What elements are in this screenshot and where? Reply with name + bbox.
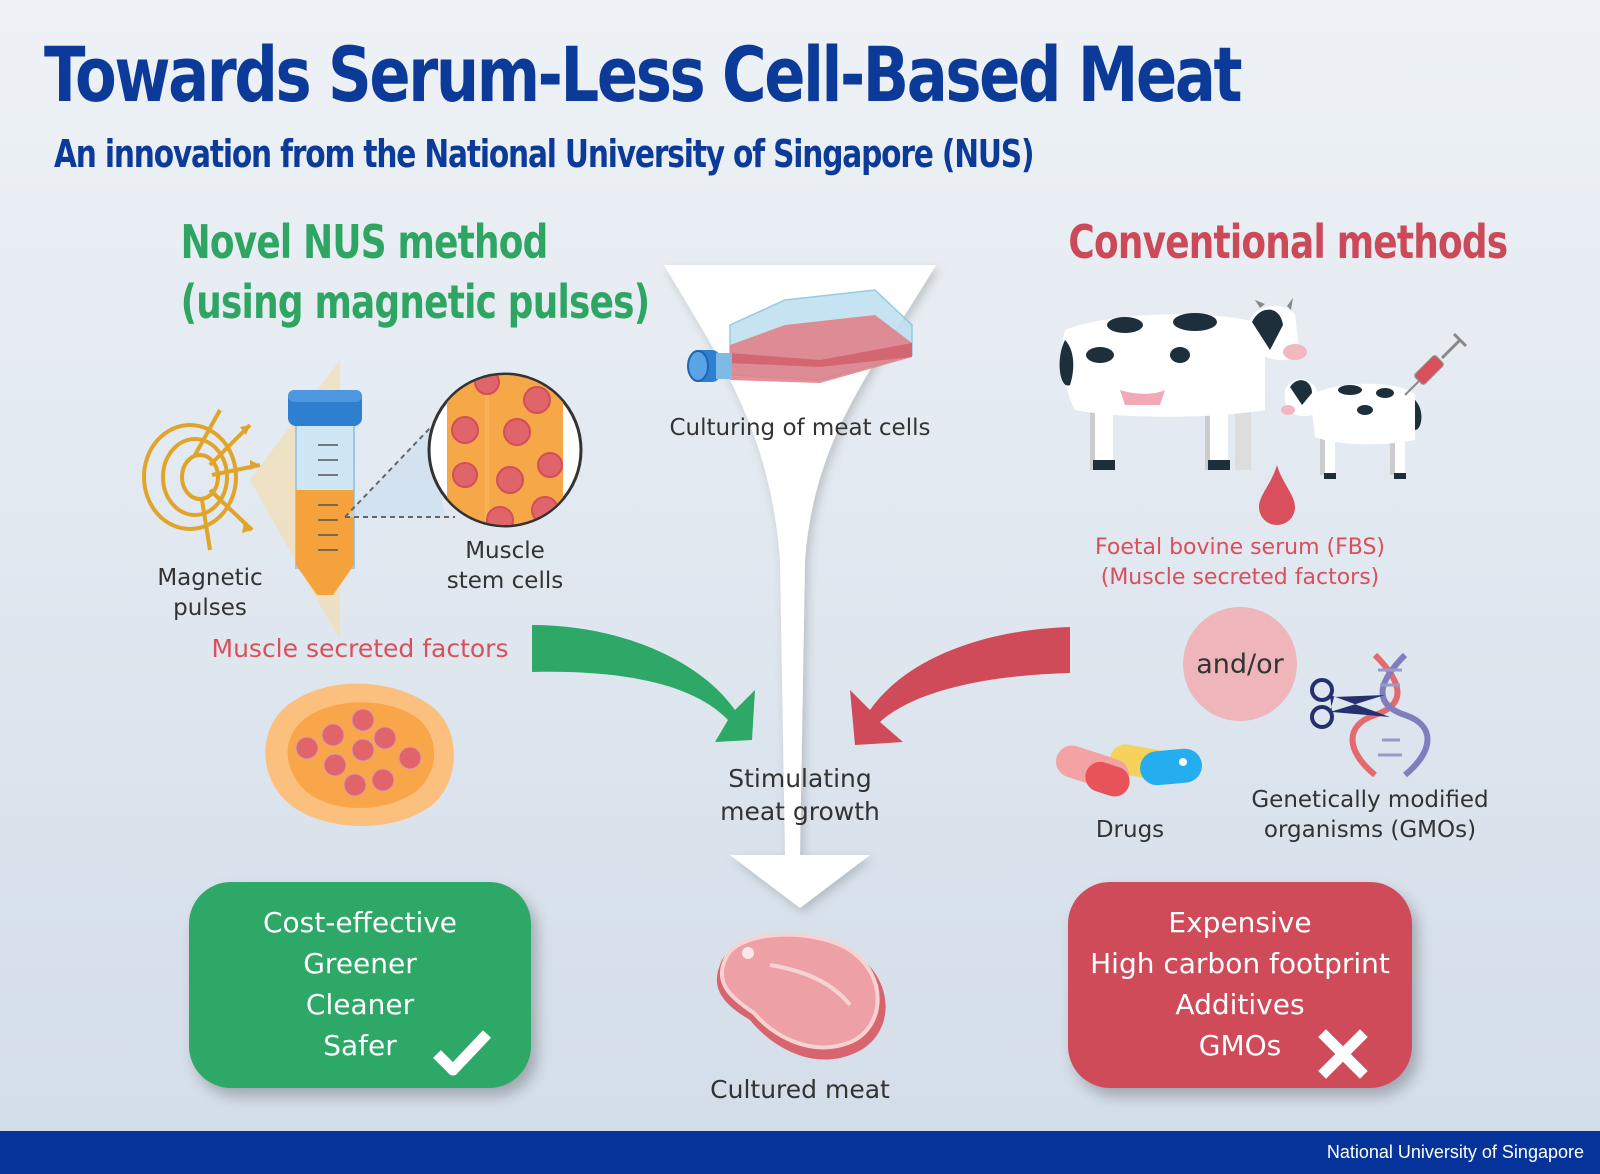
gmo-label-line1: Genetically modified xyxy=(1251,787,1489,813)
check-icon xyxy=(433,1030,491,1076)
test-tube-icon xyxy=(288,390,362,595)
drawback-item: Additives xyxy=(1175,988,1305,1021)
culture-flask-icon xyxy=(687,289,913,383)
benefit-item: Greener xyxy=(303,947,417,980)
stimulating-label: Stimulating meat growth xyxy=(680,762,920,828)
benefit-item: Safer xyxy=(323,1029,397,1062)
stimulating-label-line1: Stimulating xyxy=(728,764,872,793)
syringe-icon xyxy=(1404,332,1468,396)
footer-text: National University of Singapore xyxy=(1326,1142,1584,1162)
fbs-label-line1: Foetal bovine serum (FBS) xyxy=(1094,535,1385,560)
stimulating-label-line2: meat growth xyxy=(720,797,880,826)
blood-drop-icon xyxy=(1259,465,1295,525)
cultured-meat-label: Cultured meat xyxy=(710,1075,890,1104)
nus-method-heading-line1: Novel NUS method xyxy=(180,215,549,269)
magnetic-pulses-label-line1: Magnetic xyxy=(157,565,263,591)
muscle-stem-cells-label-line2: stem cells xyxy=(446,568,564,594)
footer-bar: National University of Singapore xyxy=(0,1131,1600,1174)
drawback-item: GMOs xyxy=(1198,1029,1282,1062)
page-title: Towards Serum-Less Cell-Based Meat xyxy=(44,30,1243,119)
benefit-item: Cost-effective xyxy=(262,906,458,939)
muscle-stem-cells-label-line1: Muscle xyxy=(465,538,545,564)
magnetic-pulses-label: Magnetic pulses xyxy=(150,563,270,623)
drugs-icon xyxy=(1056,744,1202,797)
page-subtitle: An innovation from the National Universi… xyxy=(54,132,1034,176)
gmo-label-line2: organisms (GMOs) xyxy=(1263,817,1477,843)
cell-cluster-icon xyxy=(265,683,454,827)
calf-icon xyxy=(1281,379,1422,479)
dna-scissors-icon xyxy=(1310,652,1431,778)
magnetic-field-icon xyxy=(142,409,261,551)
drawbacks-box: Expensive High carbon footprint Additive… xyxy=(1068,882,1412,1088)
muscle-secreted-factors-label: Muscle secreted factors xyxy=(211,634,509,663)
benefit-item: Cleaner xyxy=(305,988,415,1021)
benefits-box: Cost-effective Greener Cleaner Safer xyxy=(189,882,531,1088)
x-icon xyxy=(1318,1029,1368,1079)
culturing-label: Culturing of meat cells xyxy=(669,415,931,441)
muscle-stem-cells-magnified-icon xyxy=(427,372,583,528)
drawback-item: Expensive xyxy=(1168,906,1312,939)
gmo-label: Genetically modified organisms (GMOs) xyxy=(1250,785,1490,845)
and-or-badge: and/or xyxy=(1183,607,1297,721)
drugs-label: Drugs xyxy=(1095,817,1165,843)
cow-icon xyxy=(1059,298,1307,470)
drawback-item: High carbon footprint xyxy=(1090,947,1390,980)
fbs-label: Foetal bovine serum (FBS) (Muscle secret… xyxy=(1090,533,1390,593)
muscle-stem-cells-label: Muscle stem cells xyxy=(440,536,570,596)
fbs-label-line2: (Muscle secreted factors) xyxy=(1100,565,1380,590)
cultured-meat-icon xyxy=(716,932,886,1060)
magnetic-pulses-label-line2: pulses xyxy=(173,595,247,621)
